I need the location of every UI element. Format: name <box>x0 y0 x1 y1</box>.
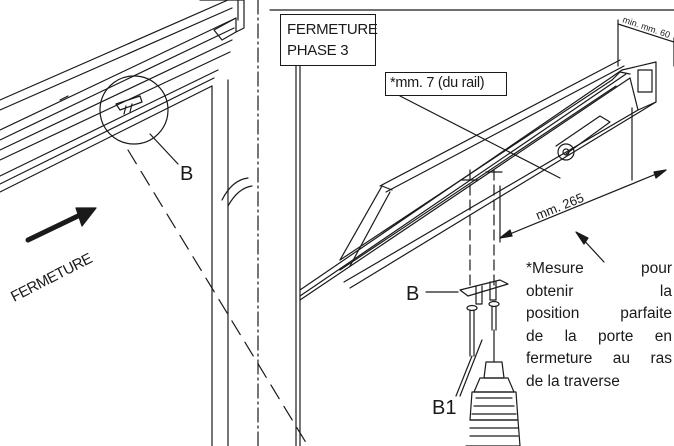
note-line: position parfaite <box>526 305 672 323</box>
measurement-note: *Mesure pour obtenir la position parfait… <box>526 258 672 394</box>
phase-number: PHASE 3 <box>287 42 349 59</box>
note-line: de la traverse <box>526 372 620 390</box>
right-rail <box>299 59 657 301</box>
note-line: *Mesure pour <box>526 260 672 277</box>
rail-note-box: *mm. 7 (du rail) <box>385 72 507 96</box>
closing-direction-arrow <box>25 207 97 243</box>
note-line: fermeture au ras <box>526 350 672 368</box>
left-view <box>0 0 309 446</box>
bracket-b-right <box>425 279 509 305</box>
callout-b1: B1 <box>432 397 456 419</box>
bracket-b-left <box>115 95 143 115</box>
callout-b-right: B <box>406 283 419 305</box>
callout-b-left: B <box>180 163 193 185</box>
dimension-min60 <box>617 19 674 67</box>
left-rail <box>0 17 237 193</box>
closing-direction-label: FERMETURE <box>8 250 95 306</box>
screws-b1 <box>455 300 500 397</box>
detail-circle-b <box>99 75 169 145</box>
note-line: de la porte en <box>526 327 672 345</box>
phase-label-box: FERMETURE PHASE 3 <box>280 14 378 66</box>
power-drill <box>465 329 521 446</box>
right-view <box>269 9 674 446</box>
dimension-265 <box>499 107 667 243</box>
roller-wheel <box>557 143 575 161</box>
dimension-265-label: mm. 265 <box>534 190 587 223</box>
note-line: obtenir la <box>526 282 672 300</box>
phase-title: FERMETURE <box>287 21 378 38</box>
